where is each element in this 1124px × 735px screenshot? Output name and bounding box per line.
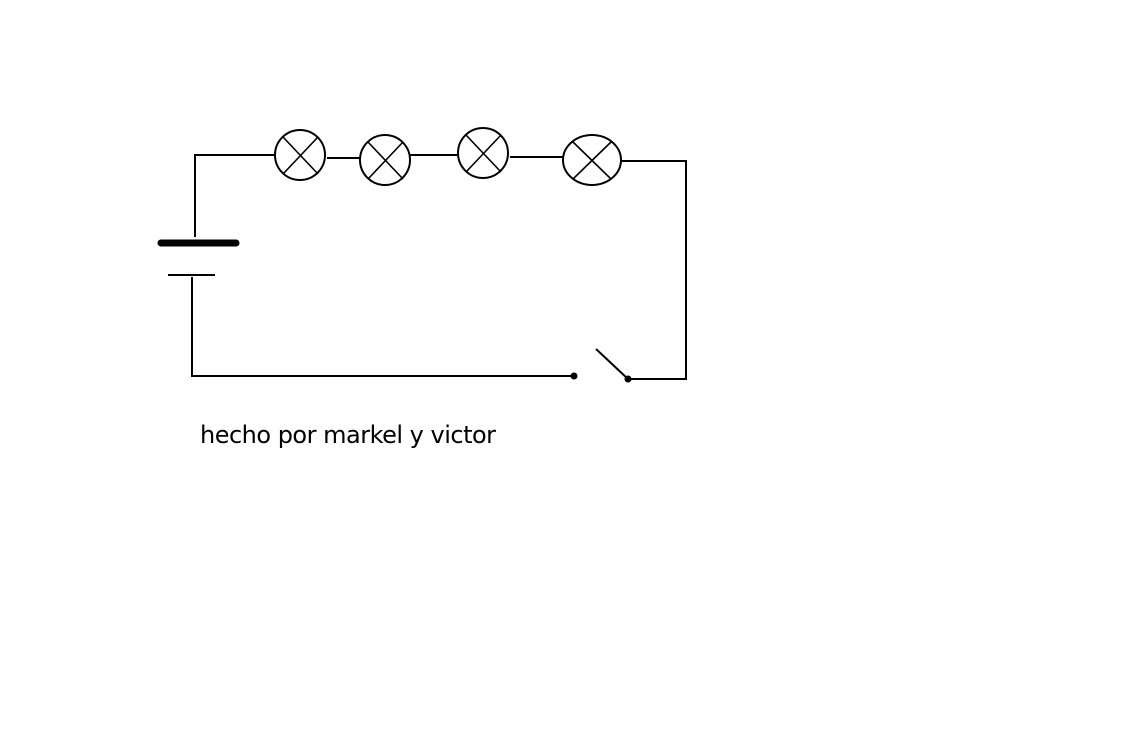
battery <box>157 239 240 276</box>
diagram-caption: hecho por markel y victor <box>200 421 496 449</box>
wire-top-right <box>621 160 687 380</box>
bulb-4-cross-b <box>572 141 612 180</box>
bulb-3-cross-b <box>465 134 502 173</box>
bulb-1-cross-b <box>282 136 319 175</box>
wire-top-left <box>194 154 274 237</box>
bulb-2-cross-b <box>367 141 404 180</box>
switch-contact-left <box>570 372 578 380</box>
bulb-1 <box>274 129 326 181</box>
bulb-2 <box>359 134 411 186</box>
bulb-4 <box>562 134 622 186</box>
bulb-3 <box>457 127 509 179</box>
switch-lever <box>595 348 629 380</box>
wire-bottom <box>191 277 574 377</box>
switch <box>570 348 632 383</box>
